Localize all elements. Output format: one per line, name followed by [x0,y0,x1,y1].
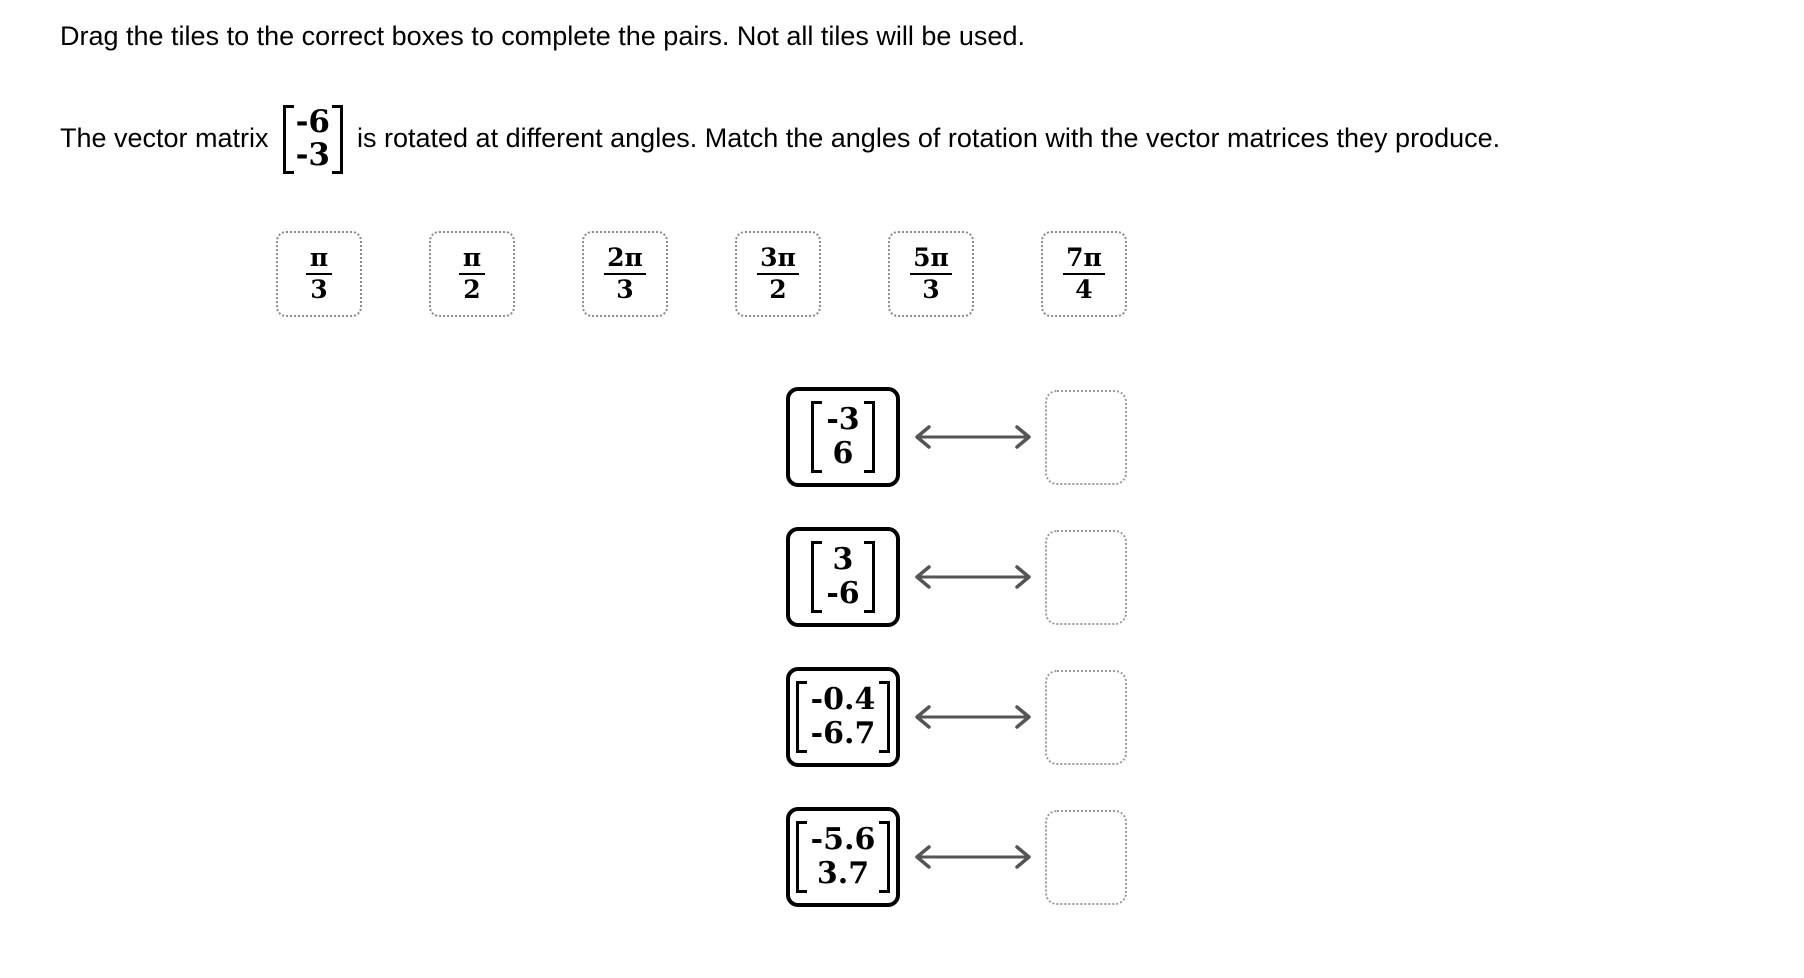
match-row-2: -0.4 -6.7 [786,667,1127,767]
result-matrix-card-0: -3 6 [786,387,900,487]
result-matrix-top: -3 [826,402,860,437]
fraction-numerator: π [462,243,482,272]
result-matrix-3: -5.6 3.7 [795,821,891,893]
fraction-bar [306,273,332,275]
fraction-4: 5π 3 [910,245,952,303]
angle-tile-2[interactable]: 2π 3 [582,231,668,317]
match-row-1: 3 -6 [786,527,1127,627]
fraction-denominator: 3 [616,275,634,304]
prompt-matrix-values: -6 -3 [294,105,332,174]
result-matrix-1: 3 -6 [811,541,875,613]
fraction-numerator: 3π [760,243,796,272]
result-matrix-0: -3 6 [811,401,875,473]
fraction-2: 2π 3 [604,245,646,303]
bracket-right-icon [863,541,875,613]
drop-target-2[interactable] [1045,669,1127,765]
drop-target-0[interactable] [1045,389,1127,485]
fraction-5: 7π 4 [1063,245,1105,303]
fraction-numerator: 7π [1066,243,1102,272]
fraction-denominator: 2 [463,275,481,304]
result-matrix-card-3: -5.6 3.7 [786,807,900,907]
matching-area: -3 6 3 -6 [786,387,1127,907]
fraction-numerator: π [309,243,329,272]
result-matrix-values: -3 6 [822,401,863,473]
result-matrix-top: 3 [832,542,854,577]
bracket-left-icon [282,105,294,174]
bracket-left-icon [795,821,807,893]
fraction-numerator: 5π [913,243,949,272]
bracket-left-icon [811,401,823,473]
fraction-denominator: 2 [769,275,787,304]
fraction-denominator: 4 [1075,275,1093,304]
result-matrix-bottom: 6 [832,436,854,471]
result-matrix-bottom: -6 [826,576,860,611]
prompt-vector-matrix: -6 -3 [282,105,343,174]
drop-target-1[interactable] [1045,529,1127,625]
result-matrix-2: -0.4 -6.7 [795,681,891,753]
result-matrix-top: -5.6 [810,822,876,857]
angle-tile-1[interactable]: π 2 [429,231,515,317]
double-arrow-icon-2 [900,703,1045,731]
fraction-denominator: 3 [310,275,328,304]
fraction-bar [604,273,646,275]
match-row-0: -3 6 [786,387,1127,487]
result-matrix-card-1: 3 -6 [786,527,900,627]
bracket-left-icon [795,681,807,753]
bracket-left-icon [811,541,823,613]
angle-tile-0[interactable]: π 3 [276,231,362,317]
fraction-bar [459,273,485,275]
result-matrix-values: 3 -6 [822,541,863,613]
result-matrix-top: -0.4 [810,682,876,717]
bracket-right-icon [879,821,891,893]
result-matrix-card-2: -0.4 -6.7 [786,667,900,767]
bracket-right-icon [863,401,875,473]
instruction-suffix: is rotated at different angles. Match th… [357,122,1501,153]
drop-target-3[interactable] [1045,809,1127,905]
prompt-matrix-bottom: -3 [295,137,330,174]
instruction-prefix: The vector matrix [60,122,269,153]
angle-tile-3[interactable]: 3π 2 [735,231,821,317]
double-arrow-icon-3 [900,843,1045,871]
result-matrix-values: -0.4 -6.7 [807,681,880,753]
instruction-line-2: The vector matrix -6 -3 is rotated at di… [60,104,1501,174]
result-matrix-bottom: 3.7 [816,856,870,891]
fraction-bar [1063,273,1105,275]
fraction-bar [757,273,799,275]
match-row-3: -5.6 3.7 [786,807,1127,907]
double-arrow-icon-1 [900,563,1045,591]
fraction-3: 3π 2 [757,245,799,303]
fraction-0: π 3 [306,245,332,303]
prompt-matrix-top: -6 [295,104,330,140]
angle-tile-5[interactable]: 7π 4 [1041,231,1127,317]
angle-tile-tray: π 3 π 2 2π 3 3π 2 5π 3 [276,231,1127,317]
bracket-right-icon [879,681,891,753]
fraction-numerator: 2π [607,243,643,272]
double-arrow-icon-0 [900,423,1045,451]
bracket-right-icon [332,105,343,174]
result-matrix-values: -5.6 3.7 [807,821,880,893]
instruction-line-1: Drag the tiles to the correct boxes to c… [60,21,1025,51]
fraction-bar [910,273,952,275]
fraction-denominator: 3 [922,275,940,304]
fraction-1: π 2 [459,245,485,303]
result-matrix-bottom: -6.7 [810,716,876,751]
angle-tile-4[interactable]: 5π 3 [888,231,974,317]
